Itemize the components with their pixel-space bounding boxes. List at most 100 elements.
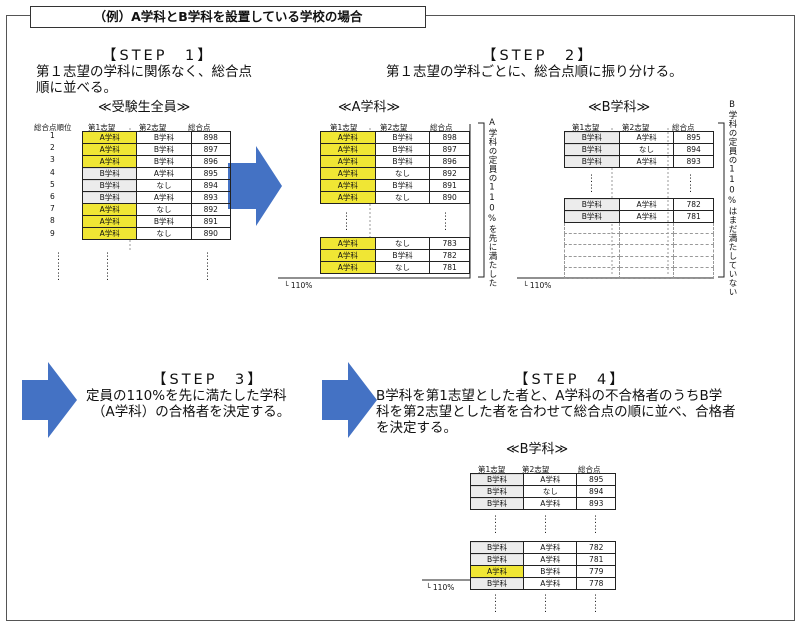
table-cell: A学科	[523, 497, 578, 510]
empty-row	[564, 221, 714, 235]
step1-col-rank: 総合点順位	[34, 123, 72, 132]
table-cell: A学科	[523, 553, 578, 566]
table-cell: 894	[190, 179, 232, 192]
step4-dots-6: ⋮⋮	[591, 594, 600, 614]
rank-number: 8	[50, 216, 55, 226]
table-cell: B学科	[374, 131, 431, 144]
step2-desc: 第１志望の学科ごとに、総合点順に振り分ける。	[386, 64, 683, 80]
step2-b-dots: ⋮⋮	[587, 174, 596, 194]
rank-number: 6	[50, 191, 55, 201]
table-cell: A学科	[523, 541, 578, 554]
table-cell: B学科	[469, 473, 525, 486]
step1-dots: ⋮⋮⋮	[54, 252, 63, 282]
table-cell: なし	[374, 261, 431, 274]
table-cell: A学科	[136, 167, 192, 180]
table-cell: B学科	[564, 198, 620, 211]
table-cell: B学科	[81, 191, 138, 204]
table-cell: A学科	[469, 565, 525, 578]
step4-col-second: 第2志望	[522, 465, 550, 474]
table-cell: A学科	[320, 167, 376, 180]
table-cell: 781	[576, 553, 616, 566]
table-cell: 894	[576, 485, 616, 498]
table-cell: B学科	[136, 143, 192, 156]
table-cell: A学科	[136, 191, 192, 204]
table-cell: B学科	[564, 131, 620, 144]
step3-desc-1: 定員の110%を先に満たした学科	[86, 388, 287, 404]
bracket-a	[478, 122, 485, 278]
step1-col-second: 第2志望	[139, 123, 167, 132]
step4-dots-5: ⋮⋮	[541, 594, 550, 614]
table-cell: B学科	[81, 179, 138, 192]
step4-group-label: ≪B学科≫	[506, 442, 569, 457]
step1-title: 【STEP 1】	[102, 48, 215, 64]
table-cell: 891	[429, 179, 470, 192]
table-cell: 896	[429, 155, 470, 168]
table-cell: B学科	[374, 143, 431, 156]
table-cell: 898	[429, 131, 470, 144]
rank-number: 5	[50, 179, 55, 189]
table-cell: 781	[429, 261, 470, 274]
rank-number: 4	[50, 167, 55, 177]
step2a-col-total: 総合点	[430, 123, 453, 132]
table-cell: B学科	[469, 553, 525, 566]
step4-dots-2: ⋮⋮	[541, 515, 550, 535]
arrow-right-2	[22, 362, 77, 438]
table-cell: なし	[136, 179, 192, 192]
table-cell: 782	[673, 198, 714, 211]
table-cell: 894	[673, 143, 714, 156]
rank-number: 7	[50, 204, 55, 214]
table-cell: 892	[429, 167, 470, 180]
table-cell: 891	[190, 215, 232, 228]
arrow-right-3	[322, 362, 377, 438]
table-cell: 896	[190, 155, 232, 168]
table-cell: A学科	[81, 131, 138, 144]
table-cell: A学科	[618, 155, 675, 168]
table-cell: 782	[429, 249, 470, 262]
table-cell: A学科	[618, 131, 675, 144]
table-cell: A学科	[320, 143, 376, 156]
step1-dots-2: ⋮⋮⋮	[103, 252, 112, 282]
table-cell: 895	[190, 167, 232, 180]
table-cell: なし	[136, 203, 192, 216]
empty-row	[564, 233, 714, 246]
step4-desc-1: B学科を第1志望とした者と、A学科の不合格者のうちB学	[376, 388, 723, 404]
step2-a-dots: ⋮⋮	[342, 212, 351, 232]
table-cell: A学科	[81, 143, 138, 156]
step2-group-a: ≪A学科≫	[338, 100, 401, 115]
table-cell: A学科	[523, 577, 578, 590]
empty-row	[564, 255, 714, 268]
step4-desc-2: 科を第2志望とした者を合わせて総合点の順に並べ、合格者	[376, 404, 736, 420]
step4-title: 【STEP 4】	[514, 372, 627, 388]
rank-number: 1	[50, 131, 55, 140]
rank-number: 3	[50, 155, 55, 165]
table-cell: A学科	[320, 249, 376, 262]
table-cell: 897	[190, 143, 232, 156]
table-cell: B学科	[136, 131, 192, 144]
table-cell: 898	[190, 131, 232, 144]
